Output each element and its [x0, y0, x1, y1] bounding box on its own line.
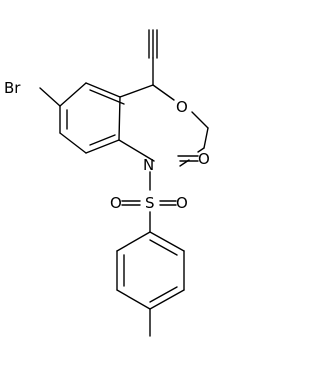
- atom-label-s: S: [145, 194, 155, 212]
- atom-label-o-ring: O: [176, 98, 188, 116]
- ethynyl-group: [148, 29, 158, 86]
- tolyl-ring: [116, 231, 185, 337]
- structure-diagram: Br O O N S O O: [4, 29, 210, 337]
- br-bond: [39, 87, 61, 107]
- atom-label-o-sulfonyl-right: O: [176, 194, 188, 212]
- atom-label-o-carbonyl: O: [198, 150, 210, 168]
- atom-label-o-sulfonyl-left: O: [110, 194, 122, 212]
- benzo-ring: [59, 82, 125, 154]
- oxazinone-ring: [118, 84, 209, 167]
- atom-label-br: Br: [4, 79, 21, 97]
- sulfonyl-group: [121, 171, 177, 233]
- molecule-drawing: Br O O N S O O: [4, 29, 210, 337]
- atom-label-n: N: [143, 156, 154, 174]
